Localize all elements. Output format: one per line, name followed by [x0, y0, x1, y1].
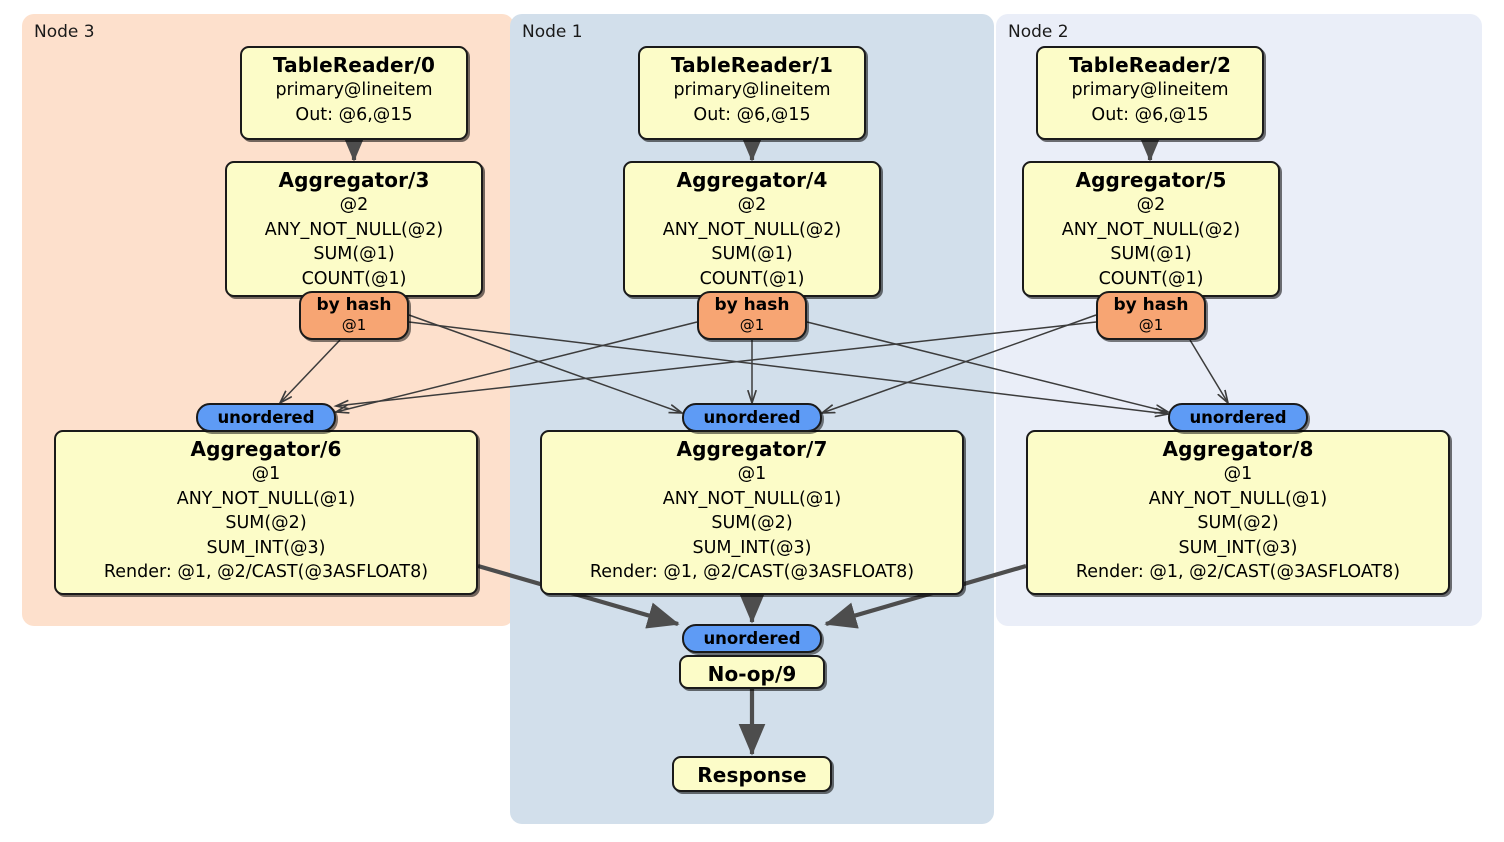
- processor-title: No-op/9: [707, 662, 797, 686]
- router-column: @1: [1138, 316, 1164, 334]
- router-title: by hash: [714, 295, 790, 315]
- processor-detail-line: Render: @1, @2/CAST(@3ASFLOAT8): [1075, 562, 1401, 582]
- node-region-label-node3: Node 3: [34, 22, 95, 42]
- processor-detail-line: Out: @6,@15: [295, 104, 413, 125]
- processor-detail-line: COUNT(@1): [301, 268, 407, 289]
- processor-detail-line: Render: @1, @2/CAST(@3ASFLOAT8): [589, 562, 915, 582]
- router-by-hash-3[interactable]: by hash@1: [299, 291, 409, 340]
- processor-detail-line: SUM(@2): [1197, 513, 1279, 533]
- processor-detail-line: ANY_NOT_NULL(@1): [662, 488, 842, 509]
- processor-detail-line: SUM(@1): [1110, 244, 1192, 264]
- sync-unordered-9[interactable]: unordered: [682, 624, 822, 653]
- processor-detail-line: ANY_NOT_NULL(@1): [176, 488, 356, 509]
- processor-detail-line: SUM_INT(@3): [206, 537, 326, 558]
- processor-title: Response: [697, 763, 807, 787]
- processor-detail-line: SUM(@1): [711, 244, 793, 264]
- router-title: by hash: [1113, 295, 1189, 315]
- processor-detail-line: primary@lineitem: [1071, 80, 1229, 100]
- processor-detail-line: Out: @6,@15: [693, 104, 811, 125]
- processor-title: Aggregator/3: [278, 168, 430, 192]
- router-column: @1: [341, 316, 367, 334]
- router-by-hash-4[interactable]: by hash@1: [697, 291, 807, 340]
- processor-title: Aggregator/6: [190, 437, 342, 461]
- processor-detail-line: ANY_NOT_NULL(@1): [1148, 488, 1328, 509]
- processor-detail-line: @2: [737, 195, 767, 215]
- processor-detail-line: primary@lineitem: [673, 80, 831, 100]
- router-title: by hash: [316, 295, 392, 315]
- processor-title: TableReader/2: [1068, 53, 1232, 77]
- processor-detail-line: SUM(@2): [711, 513, 793, 533]
- processor-detail-line: ANY_NOT_NULL(@2): [1061, 219, 1241, 240]
- processor-detail-line: ANY_NOT_NULL(@2): [662, 219, 842, 240]
- processor-title: Aggregator/5: [1075, 168, 1227, 192]
- sync-unordered-7[interactable]: unordered: [682, 403, 822, 432]
- processor-detail-line: @1: [1223, 464, 1253, 484]
- processor-response[interactable]: Response: [672, 756, 832, 792]
- processor-detail-line: SUM_INT(@3): [692, 537, 812, 558]
- processor-detail-line: SUM(@1): [313, 244, 395, 264]
- router-column: @1: [739, 316, 765, 334]
- processor-detail-line: @1: [251, 464, 281, 484]
- processor-no-op-9[interactable]: No-op/9: [679, 655, 825, 689]
- processor-detail-line: COUNT(@1): [699, 268, 805, 289]
- processor-detail-line: Render: @1, @2/CAST(@3ASFLOAT8): [103, 562, 429, 582]
- processor-detail-line: Out: @6,@15: [1091, 104, 1209, 125]
- processor-title: Aggregator/7: [676, 437, 828, 461]
- processor-title: Aggregator/4: [676, 168, 828, 192]
- router-by-hash-5[interactable]: by hash@1: [1096, 291, 1206, 340]
- processor-detail-line: COUNT(@1): [1098, 268, 1204, 289]
- processor-detail-line: @2: [339, 195, 369, 215]
- processor-title: TableReader/1: [670, 53, 834, 77]
- processor-detail-line: ANY_NOT_NULL(@2): [264, 219, 444, 240]
- processor-detail-line: SUM_INT(@3): [1178, 537, 1298, 558]
- processor-detail-line: @2: [1136, 195, 1166, 215]
- node-region-label-node1: Node 1: [522, 22, 583, 42]
- processor-detail-line: primary@lineitem: [275, 80, 433, 100]
- sync-unordered-6[interactable]: unordered: [196, 403, 336, 432]
- sync-unordered-8[interactable]: unordered: [1168, 403, 1308, 432]
- processor-title: Aggregator/8: [1162, 437, 1314, 461]
- processor-detail-line: SUM(@2): [225, 513, 307, 533]
- processor-detail-line: @1: [737, 464, 767, 484]
- processor-title: TableReader/0: [272, 53, 436, 77]
- node-region-label-node2: Node 2: [1008, 22, 1069, 42]
